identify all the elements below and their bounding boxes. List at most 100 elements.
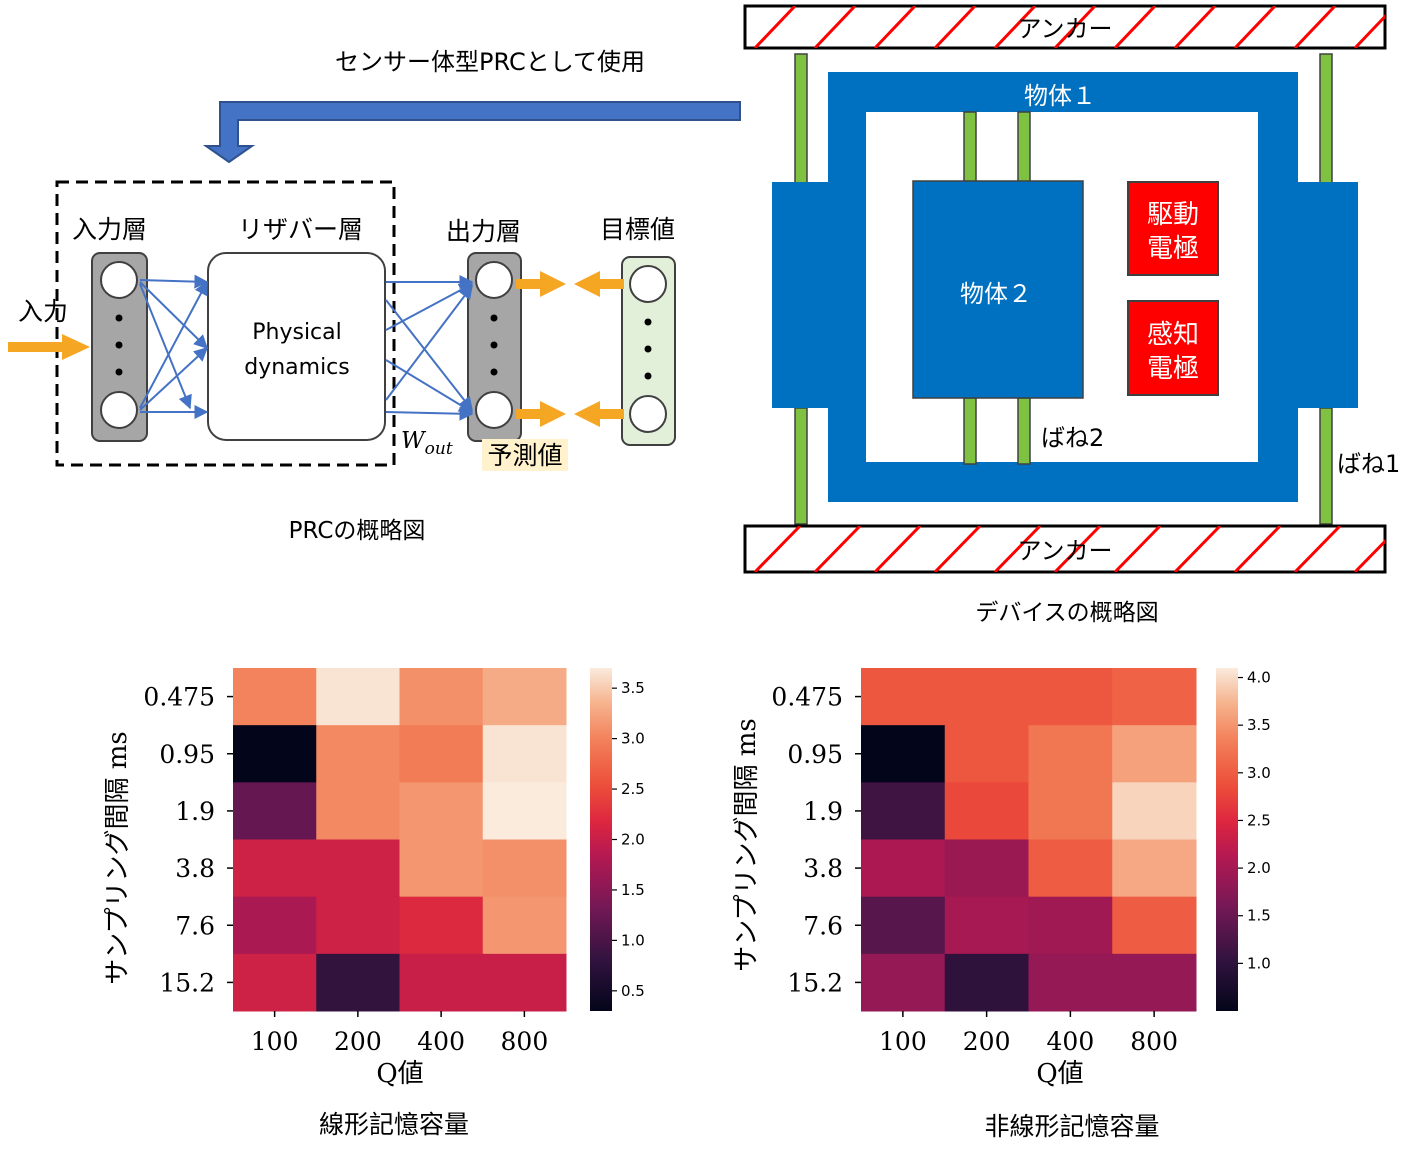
heatmap-cell xyxy=(482,668,567,726)
heatmap-linear-xticks: 100 200 400 800 xyxy=(251,1011,548,1056)
anchor-top: アンカー xyxy=(743,4,1387,50)
colorbar-tick-label: 1.0 xyxy=(1247,954,1271,972)
y-tick-label: 0.475 xyxy=(143,683,215,712)
sensor-boundary xyxy=(55,180,396,467)
target-node-top xyxy=(629,265,667,303)
heatmap-cell xyxy=(1112,896,1197,955)
y-tick-label: 15.2 xyxy=(787,968,843,997)
input-node-bottom xyxy=(100,391,138,429)
colorbar-tick-label: 3.0 xyxy=(621,730,645,748)
ellipsis-dot xyxy=(490,314,498,322)
input-connections xyxy=(139,274,209,419)
colorbar-tick-label: 2.5 xyxy=(621,780,645,798)
colorbar-tick-label: 3.0 xyxy=(1247,764,1271,782)
anchor-top-hatch xyxy=(753,6,1385,48)
output-node-top xyxy=(475,261,513,299)
heatmap-linear-xlabel: Q値 xyxy=(376,1059,423,1089)
y-tick-label: 1.9 xyxy=(175,797,215,826)
heatmap-cell xyxy=(233,668,317,726)
x-tick-label: 200 xyxy=(334,1027,382,1056)
ellipsis-dot xyxy=(490,368,498,376)
input-layer-label: 入力層 xyxy=(72,215,147,244)
heatmap-cell xyxy=(482,782,567,840)
heatmap-cell xyxy=(944,839,1029,898)
heatmap-cell xyxy=(861,953,946,1012)
x-tick-label: 800 xyxy=(501,1027,549,1056)
heatmap-cell xyxy=(482,896,567,955)
heatmap-cell xyxy=(861,782,946,840)
heatmap-cell xyxy=(233,725,317,783)
heatmap-cell xyxy=(944,782,1029,840)
object-2 xyxy=(912,180,1084,399)
y-tick-label: 7.6 xyxy=(175,911,215,940)
object-1-label: 物体１ xyxy=(1024,82,1096,110)
usage-label: センサー体型PRCとして使用 xyxy=(335,48,645,76)
y-tick-label: 0.475 xyxy=(771,683,843,712)
colorbar-tick-label: 2.0 xyxy=(621,831,645,849)
heatmap-cell xyxy=(1028,953,1113,1012)
heatmap-cell xyxy=(482,953,567,1012)
x-tick-label: 800 xyxy=(1130,1027,1178,1056)
orange-arrows xyxy=(8,271,624,427)
heatmap-cell xyxy=(944,725,1029,783)
object-1 xyxy=(772,72,1358,502)
ellipsis-dot xyxy=(644,372,652,380)
target-node-bottom xyxy=(629,395,667,433)
heatmap-cell xyxy=(1112,782,1197,840)
ellipsis-dot xyxy=(115,314,123,322)
colorbar-tick-label: 2.0 xyxy=(1247,859,1271,877)
colorbar-nonlinear-ticks: 1.01.52.02.53.03.54.0 xyxy=(1238,669,1271,972)
heatmap-cell xyxy=(944,953,1029,1012)
heatmap-cell xyxy=(316,896,400,955)
heatmap-cell xyxy=(1112,725,1197,783)
anchor-bottom-hatch xyxy=(753,526,1385,572)
heatmap-cell xyxy=(1112,839,1197,898)
heatmap-nonlinear-title: 非線形記憶容量 xyxy=(984,1112,1159,1141)
heatmap-cell xyxy=(1028,896,1113,955)
colorbar-tick-label: 3.5 xyxy=(621,679,645,697)
usage-arrow xyxy=(202,101,741,164)
colorbar-tick-label: 3.5 xyxy=(1247,716,1271,734)
ellipsis-dot xyxy=(490,341,498,349)
input-label: 入力 xyxy=(18,297,68,326)
heatmap-cell xyxy=(399,668,484,726)
drive-electrode-label-1: 駆動 xyxy=(1147,200,1199,230)
heatmap-cell xyxy=(1028,782,1113,840)
x-tick-label: 100 xyxy=(251,1027,299,1056)
x-tick-label: 200 xyxy=(963,1027,1011,1056)
reservoir-layer-label: リザバー層 xyxy=(238,215,363,244)
heatmap-nonlinear-ylabel: サンプリング間隔 ms xyxy=(732,718,762,971)
target-label: 目標値 xyxy=(600,215,675,244)
heatmap-cell xyxy=(1112,953,1197,1012)
ellipsis-dot xyxy=(115,368,123,376)
object-2-label: 物体２ xyxy=(960,280,1032,308)
drive-electrode xyxy=(1127,181,1219,276)
heatmap-cell xyxy=(1112,668,1197,726)
x-tick-label: 400 xyxy=(1047,1027,1095,1056)
heatmap-cell xyxy=(233,953,317,1012)
heatmap-linear-title: 線形記憶容量 xyxy=(319,1110,469,1139)
x-tick-label: 400 xyxy=(417,1027,465,1056)
heatmap-linear-cells xyxy=(233,668,567,1012)
heatmap-cell xyxy=(399,839,484,898)
ellipsis-dot xyxy=(644,318,652,326)
heatmap-cell xyxy=(233,782,317,840)
colorbar-tick-label: 4.0 xyxy=(1247,669,1271,687)
sense-electrode xyxy=(1127,300,1219,396)
y-tick-label: 1.9 xyxy=(803,797,843,826)
input-node-top xyxy=(100,261,138,299)
reservoir-text-1: Physical xyxy=(252,320,342,345)
heatmap-cell xyxy=(316,725,400,783)
y-tick-label: 0.95 xyxy=(787,740,843,769)
heatmap-cell xyxy=(233,896,317,955)
heatmap-cell xyxy=(316,782,400,840)
heatmap-linear-ylabel: サンプリング間隔 ms xyxy=(103,731,133,984)
heatmap-nonlinear-cells xyxy=(861,668,1197,1012)
anchor-bottom: アンカー xyxy=(743,524,1387,574)
heatmap-cell xyxy=(861,839,946,898)
heatmap-cell xyxy=(1028,725,1113,783)
heatmap-cell xyxy=(399,782,484,840)
sense-electrode-label-2: 電極 xyxy=(1147,354,1199,384)
